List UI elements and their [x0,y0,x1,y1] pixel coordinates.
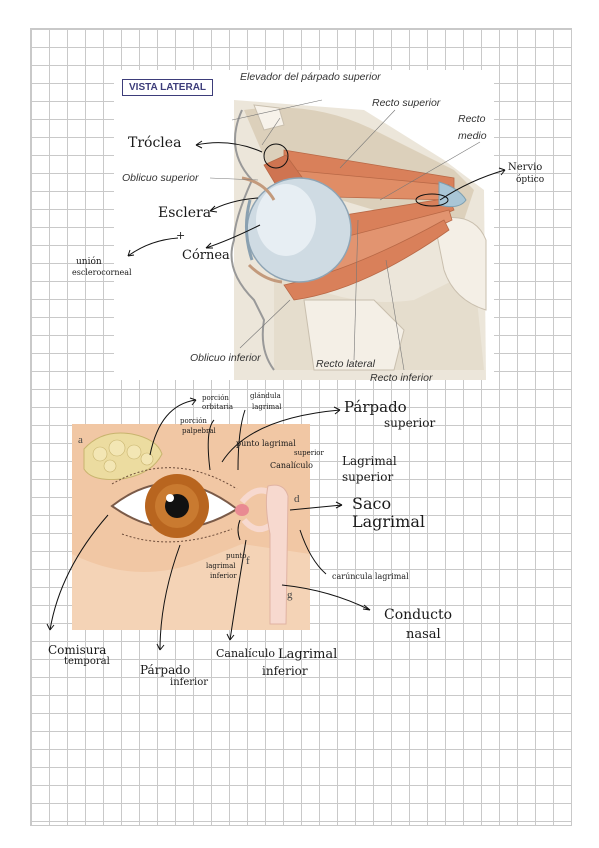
hand-punto-inferior-2: lagrimal [206,562,236,570]
hand-parpado-superior-1: Párpado [344,398,407,416]
hand-comisura-1: Comisura [48,643,107,657]
hand-lagrimal-superior-1: Lagrimal [342,454,397,468]
hand-union-1: unión [76,257,102,267]
hand-glandula-2: lagrimal [252,403,282,411]
label-elevador-parpado: Elevador del párpado superior [240,71,381,83]
hand-conducto-1: Conducto [384,607,453,623]
hand-plus: + [176,229,186,242]
hand-porcion-orbitaria-1: porción [202,394,229,402]
hand-troclea: Tróclea [128,135,182,151]
hand-canaliculo-superior: Canalículo [270,461,313,470]
hand-nervio-2: óptico [516,175,545,185]
label-recto-superior: Recto superior [372,97,441,109]
hand-canaliculo-inferior-2: Lagrimal [278,647,338,662]
hand-parpado-inferior-1: Párpado [140,663,191,677]
label-recto-medio-1: Recto [458,113,486,125]
hand-punto-inferior-3: inferior [210,572,237,580]
hand-punto-inferior-1: punto [226,552,247,560]
hand-esclera: Esclera [158,205,212,221]
letter-f: f [246,555,250,567]
hand-parpado-superior-2: superior [384,416,436,430]
hand-canaliculo-inferior-3: inferior [262,664,308,678]
hand-porcion-palpebral-1: porción [180,417,207,425]
letter-d: d [294,493,300,505]
label-recto-medio-2: medio [458,130,487,142]
hand-cornea: Córnea [182,248,230,263]
hand-punto-superior-1: punto lagrimal [236,439,296,448]
lacrimal-apparatus-figure [72,424,310,630]
hand-glandula-1: glándula [250,392,281,400]
figure-title: VISTA LATERAL [122,79,214,96]
hand-saco-1: Saco [352,494,392,513]
hand-porcion-orbitaria-2: orbitaria [202,403,234,411]
hand-canaliculo-inferior-1: Canalículo [216,647,276,660]
hand-saco-2: Lagrimal [352,512,425,531]
letter-g: g [287,589,293,601]
label-recto-inferior: Recto inferior [370,372,433,384]
hand-nervio-1: Nervio [508,162,543,173]
hand-union-2: esclerocorneal [72,268,132,277]
label-recto-lateral: Recto lateral [316,358,375,370]
lateral-view-figure [114,70,494,380]
hand-conducto-2: nasal [406,627,441,642]
hand-porcion-palpebral-2: palpebral [182,427,216,435]
hand-punto-superior-2: superior [294,449,324,457]
hand-lagrimal-superior-2: superior [342,470,394,484]
hand-comisura-2: temporal [64,656,110,667]
lacrimal-illustration [72,424,310,630]
hand-parpado-inferior-2: inferior [170,677,209,688]
letter-a: a [78,434,83,446]
hand-caruncula: carúncula lagrimal [332,572,409,581]
label-oblicuo-superior: Oblicuo superior [122,172,199,184]
lateral-view-illustration [230,100,487,380]
label-oblicuo-inferior: Oblicuo inferior [190,352,261,364]
